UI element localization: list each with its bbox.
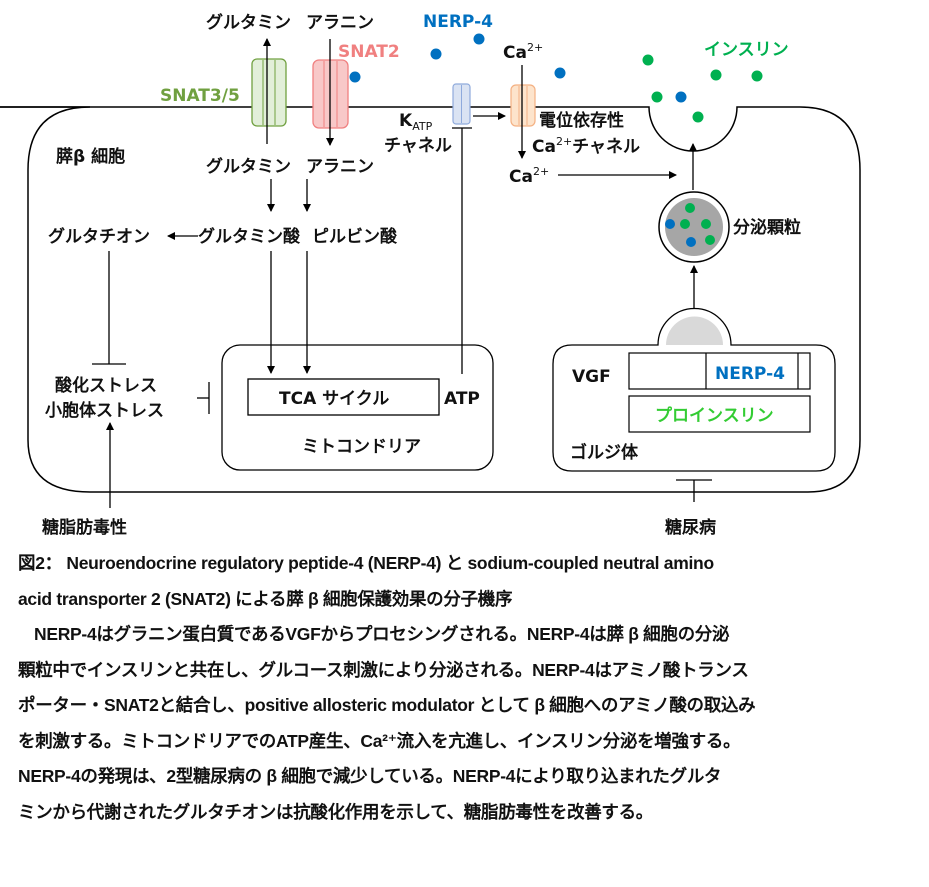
caption-body-line: NERP-4はグラニン蛋白質であるVGFからプロセシングされる。NERP-4は膵… xyxy=(34,624,730,644)
glutathione-label: グルタチオン xyxy=(48,226,150,247)
vdcc-channel xyxy=(510,84,536,127)
beta-cell-diagram: 膵β 細胞 SNAT3/5 SNAT2 グルタミン アラニン NERP-4 イン… xyxy=(0,12,861,538)
nerp4-outside-label: NERP-4 xyxy=(423,12,493,32)
snat35-transporter xyxy=(251,58,287,127)
insulin-dot xyxy=(680,219,690,229)
caption-title-line1: 図2： Neuroendocrine regulatory peptide-4 … xyxy=(18,553,714,573)
secretory-granule-label: 分泌顆粒 xyxy=(733,217,801,238)
cell-membrane xyxy=(0,106,861,493)
caption-body-line: ポーター・SNAT2と結合し、positive allosteric modul… xyxy=(18,695,756,715)
caption-body-line: ミンから代謝されたグルタチオンは抗酸化作用を示して、糖脂肪毒性を改善する。 xyxy=(18,801,653,822)
katp-label: KATP xyxy=(399,111,433,133)
caption-body-line: 顆粒中でインスリンと共在し、グルコース刺激により分泌される。NERP-4はアミノ… xyxy=(18,659,749,680)
insulin-dot xyxy=(685,203,695,213)
atp-label: ATP xyxy=(444,389,480,409)
oxidative-stress-label: 酸化ストレス xyxy=(55,375,157,396)
vgf-precursor-box xyxy=(628,352,811,390)
alanine-inside: アラニン xyxy=(306,157,374,177)
insulin-dot xyxy=(710,69,722,81)
nerp4-dot xyxy=(473,33,485,45)
tca-cycle-box xyxy=(247,378,440,416)
diabetes-label: 糖尿病 xyxy=(665,517,716,538)
insulin-dot xyxy=(692,111,704,123)
proinsulin-box xyxy=(628,395,811,433)
alanine-outside: アラニン xyxy=(306,13,374,33)
vgf-label: VGF xyxy=(572,367,611,387)
proinsulin-label: プロインスリン xyxy=(655,405,774,426)
mitochondria-label: ミトコンドリア xyxy=(302,437,421,457)
cell-label: 膵β 細胞 xyxy=(56,146,125,167)
insulin-dot xyxy=(701,219,711,229)
katp-channel xyxy=(452,83,471,125)
insulin-outside-label: インスリン xyxy=(704,40,789,60)
insulin-dot xyxy=(642,54,654,66)
nerp4-dot xyxy=(686,237,696,247)
ca-outside-label: Ca2+ xyxy=(503,41,543,63)
glucolipotoxicity-label: 糖脂肪毒性 xyxy=(42,517,127,538)
secretory-granule xyxy=(658,191,730,263)
er-stress-label: 小胞体ストレス xyxy=(45,400,164,421)
snat35-label: SNAT3/5 xyxy=(160,86,240,106)
katp-channel-label: チャネル xyxy=(384,136,452,156)
insulin-dot xyxy=(751,70,763,82)
pyruvate-label: ピルビン酸 xyxy=(312,226,398,247)
golgi-bud xyxy=(666,316,723,345)
ca-inside-label: Ca2+ xyxy=(509,165,549,187)
glutamate-label: グルタミン酸 xyxy=(198,226,301,247)
glutamine-outside: グルタミン xyxy=(206,12,291,33)
vdcc-label: 電位依存性 xyxy=(539,110,624,131)
caption-title-line2: acid transporter 2 (SNAT2) による膵 β 細胞保護効果… xyxy=(18,588,513,609)
nerp4-dot xyxy=(675,91,687,103)
vgf-nerp4-label: NERP-4 xyxy=(715,364,785,384)
figure-caption: 図2： Neuroendocrine regulatory peptide-4 … xyxy=(18,546,923,830)
caption-body-line: NERP-4の発現は、2型糖尿病の β 細胞で減少している。NERP-4により取… xyxy=(18,766,722,786)
insulin-dot xyxy=(705,235,715,245)
nerp4-dot xyxy=(349,71,361,83)
snat2-label: SNAT2 xyxy=(338,42,400,62)
insulin-dot xyxy=(651,91,663,103)
mitochondria-compartment xyxy=(221,344,494,471)
vdcc-channel-label: Ca2+チャネル xyxy=(532,135,640,157)
nerp4-dot xyxy=(430,48,442,60)
nerp4-dot xyxy=(554,67,566,79)
golgi-label: ゴルジ体 xyxy=(570,442,639,463)
caption-body-line: を刺激する。ミトコンドリアでのATP産生、Ca²⁺流入を亢進し、インスリン分泌を… xyxy=(18,730,741,751)
nerp4-dot xyxy=(665,219,675,229)
tca-cycle-label: TCA サイクル xyxy=(279,389,389,409)
glutamine-inside: グルタミン xyxy=(206,156,291,177)
